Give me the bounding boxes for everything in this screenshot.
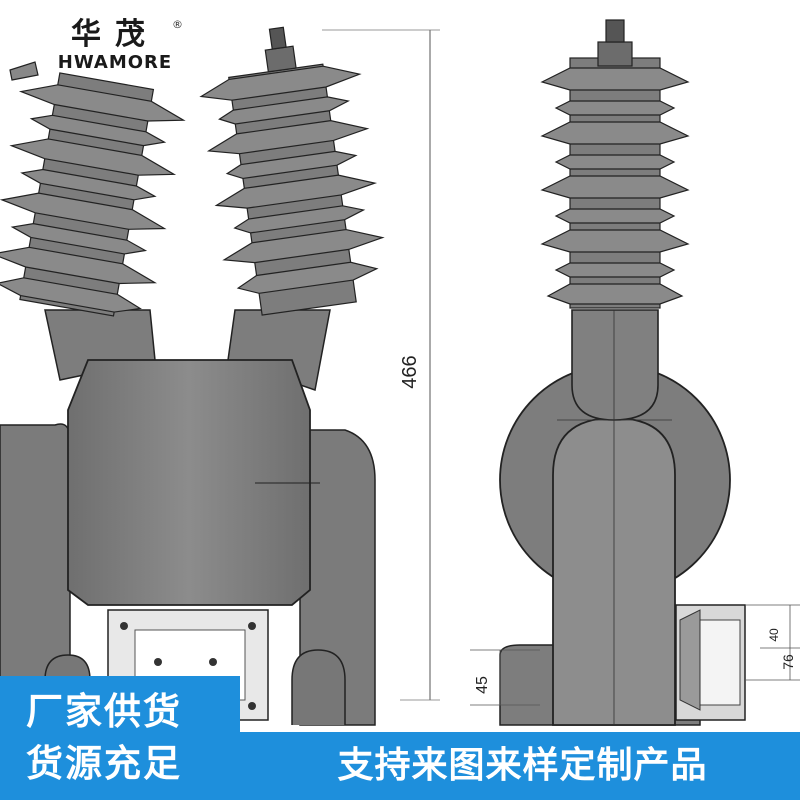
left-bushing-sheds bbox=[0, 72, 186, 317]
promo-line-1: 厂家供货 bbox=[26, 690, 182, 733]
dim-label-45: 45 bbox=[474, 676, 491, 694]
promo-box: 厂家供货 货源充足 bbox=[0, 676, 240, 800]
side-bushing-sheds bbox=[540, 57, 690, 309]
right-foot-arch bbox=[291, 649, 346, 725]
dim-label-466: 466 bbox=[399, 355, 421, 388]
side-top-nut bbox=[605, 19, 625, 43]
right-bushing-sheds bbox=[199, 26, 385, 316]
banner-slogan: 支持来图来样定制产品 bbox=[337, 745, 708, 786]
brand-name-en: HWAMORE bbox=[57, 52, 173, 73]
side-top-flange bbox=[597, 41, 633, 67]
dim-label-76: 76 bbox=[780, 654, 796, 670]
main-body bbox=[67, 359, 311, 606]
brand-name-cn: 华茂 bbox=[71, 17, 159, 52]
side-neck bbox=[571, 309, 659, 421]
registered-mark: ® bbox=[172, 18, 183, 31]
left-top-cap bbox=[9, 61, 39, 81]
dim-label-40: 40 bbox=[767, 628, 781, 642]
promo-line-2: 货源充足 bbox=[26, 742, 182, 785]
brand-logo: 华茂 HWAMORE ® bbox=[40, 18, 190, 74]
